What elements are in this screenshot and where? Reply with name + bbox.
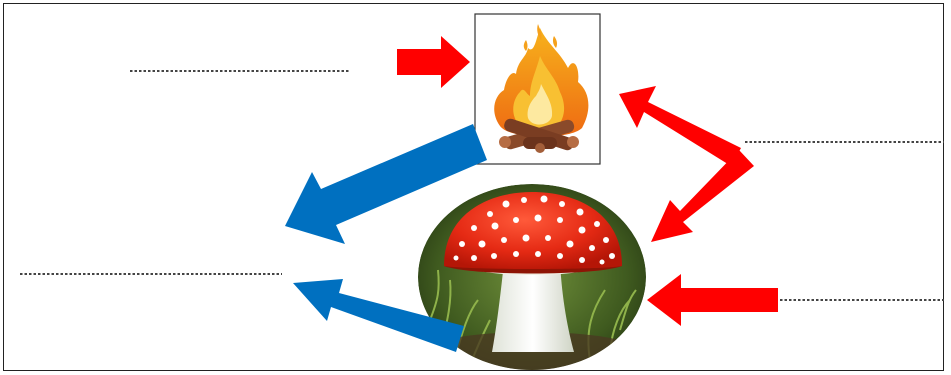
fire-node [475,14,600,164]
arrow-into-mushroom-right [651,150,754,242]
arrow-into-mushroom-bottom [647,274,778,326]
arrow-into-fire-top [397,36,470,88]
arrow-into-fire-right [619,86,741,166]
